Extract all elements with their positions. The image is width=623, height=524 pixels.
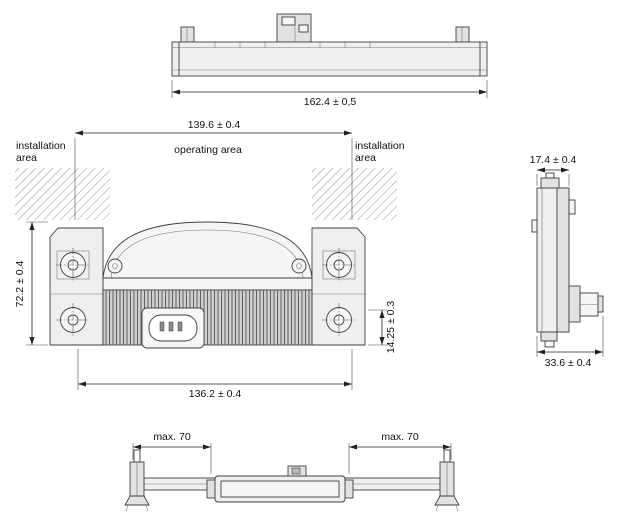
- dim-clearance-left: max. 70: [132, 431, 212, 474]
- label-operating-area: operating area: [174, 144, 242, 156]
- top-view-dimension-length: 162.4 ± 0,5: [171, 80, 488, 108]
- bolt-hole-top-left: [56, 248, 90, 282]
- bracket-left: [124, 449, 150, 512]
- mount-foot-side: [540, 331, 558, 342]
- hatch-installation-left: [15, 168, 110, 220]
- dim-clearance-right: max. 70: [348, 431, 452, 474]
- connector-front: [141, 307, 205, 349]
- dim-overall-height: 72.2 ± 0.4: [14, 221, 48, 346]
- dim-operating-width: 139.6 ± 0.4: [74, 119, 353, 220]
- bolt-hole-bottom-right: [322, 303, 356, 337]
- label-installation-left-1: installation: [16, 140, 66, 152]
- dim-text-mounting-width: 136.2 ± 0.4: [189, 388, 242, 400]
- front-view: installation area operating area install…: [15, 140, 405, 349]
- housing-ribs-ticks: [214, 42, 371, 48]
- dim-text-overall-height: 72.2 ± 0.4: [14, 261, 26, 308]
- screw-boss-left: [107, 258, 123, 274]
- cooling-fins: [103, 290, 312, 345]
- connector-side: [568, 285, 604, 323]
- dim-text-clearance-right: max. 70: [381, 431, 419, 443]
- housing-top-outline: [171, 41, 488, 77]
- label-installation-left-2: area: [16, 152, 37, 164]
- dim-text-clearance-left: max. 70: [153, 431, 191, 443]
- dim-mounting-width: 136.2 ± 0.4: [77, 349, 353, 400]
- screw-boss-right: [291, 258, 307, 274]
- dim-text-connector-height: 14.25 ± 0.3: [385, 301, 397, 354]
- dim-text-operating-width: 139.6 ± 0.4: [188, 119, 241, 131]
- connector-bottom: [206, 465, 354, 503]
- hatch-installation-right: [312, 168, 397, 220]
- dim-connector-height: 14.25 ± 0.3: [368, 301, 397, 354]
- bolt-hole-bottom-left: [56, 303, 90, 337]
- dim-text-body-depth: 17.4 ± 0.4: [530, 154, 577, 166]
- housing-dome: [102, 221, 313, 291]
- bottom-view: max. 70 max. 70: [124, 431, 460, 512]
- mount-tab-left: [180, 26, 195, 43]
- label-installation-right-1: installation: [355, 140, 405, 152]
- bracket-right: [434, 449, 460, 512]
- dim-text-overall-depth: 33.6 ± 0.4: [545, 357, 592, 369]
- top-view: [171, 13, 488, 77]
- side-view: 17.4 ± 0.4 33.6 ± 0.4: [530, 154, 604, 369]
- bolt-hole-top-right: [322, 248, 356, 282]
- dim-text-overall-length: 162.4 ± 0,5: [304, 96, 357, 108]
- mount-tab-right: [455, 26, 470, 43]
- label-installation-right-2: area: [355, 152, 376, 164]
